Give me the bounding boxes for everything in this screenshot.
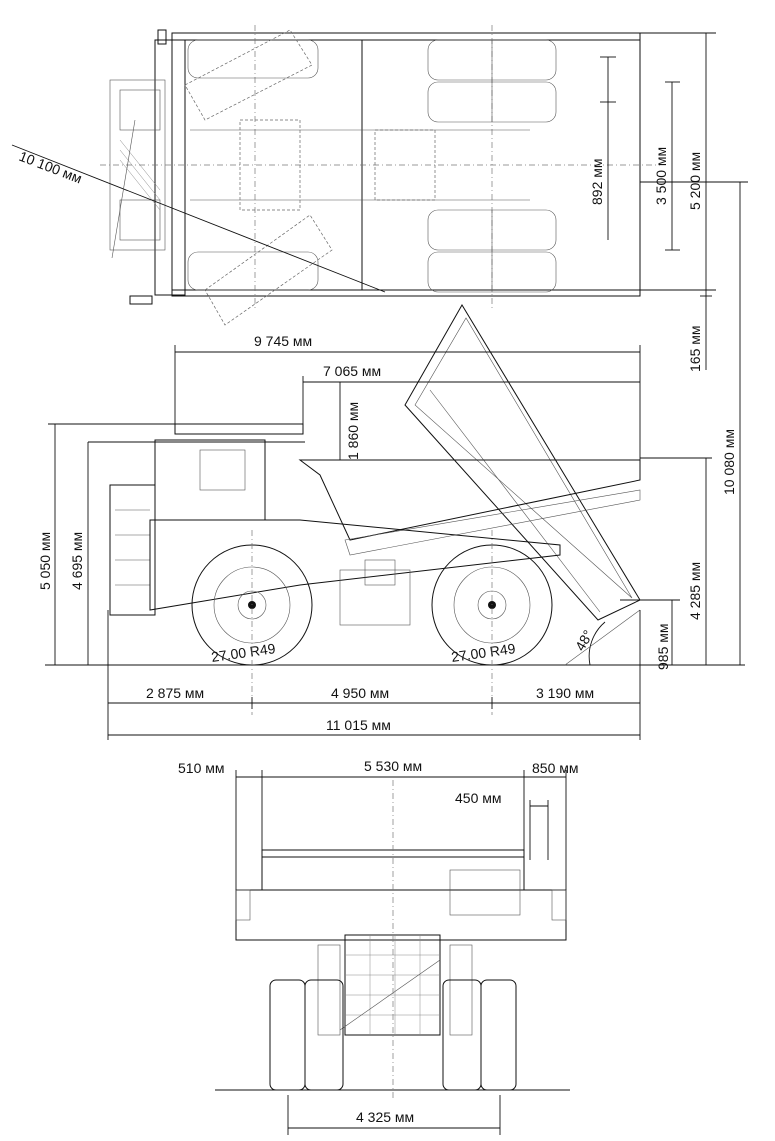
dim-510: 510 мм bbox=[178, 760, 225, 776]
dim-4325: 4 325 мм bbox=[356, 1109, 414, 1125]
dim-1860: 1 860 мм bbox=[345, 402, 361, 460]
front-view-dimensions: 510 мм 5 530 мм 850 мм 450 мм 4 325 мм bbox=[178, 758, 579, 1135]
tire-front-label: 27.00 R49 bbox=[210, 640, 276, 665]
dim-3500: 3 500 мм bbox=[653, 147, 669, 205]
dim-165: 165 мм bbox=[687, 326, 703, 373]
side-view-dimensions: 9 745 мм 7 065 мм 1 860 мм 5 050 мм 4 69… bbox=[37, 181, 748, 740]
dim-892: 892 мм bbox=[589, 159, 605, 206]
top-view-dimensions: 892 мм 3 500 мм 5 200 мм 165 мм bbox=[589, 32, 716, 373]
dim-850: 850 мм bbox=[532, 760, 579, 776]
dim-7065: 7 065 мм bbox=[323, 363, 381, 379]
dim-3190: 3 190 мм bbox=[536, 685, 594, 701]
dump-angle-label: 48° bbox=[572, 627, 596, 653]
dim-5530: 5 530 мм bbox=[364, 758, 422, 774]
dim-5050: 5 050 мм bbox=[37, 532, 53, 590]
dim-2875: 2 875 мм bbox=[146, 685, 204, 701]
dim-4695: 4 695 мм bbox=[69, 532, 85, 590]
dim-985: 985 мм bbox=[655, 624, 671, 671]
dim-11015: 11 015 мм bbox=[326, 717, 391, 733]
dim-4285: 4 285 мм bbox=[687, 562, 703, 620]
dim-5200: 5 200 мм bbox=[687, 152, 703, 210]
top-view: 10 100 мм bbox=[11, 25, 660, 326]
front-view bbox=[215, 780, 570, 1100]
dim-450: 450 мм bbox=[455, 790, 502, 806]
dim-10080: 10 080 мм bbox=[721, 429, 737, 495]
dim-4950: 4 950 мм bbox=[331, 685, 389, 701]
turning-radius-label: 10 100 мм bbox=[17, 148, 84, 187]
tire-rear-label: 27.00 R49 bbox=[450, 640, 516, 665]
dim-9745: 9 745 мм bbox=[254, 333, 312, 349]
